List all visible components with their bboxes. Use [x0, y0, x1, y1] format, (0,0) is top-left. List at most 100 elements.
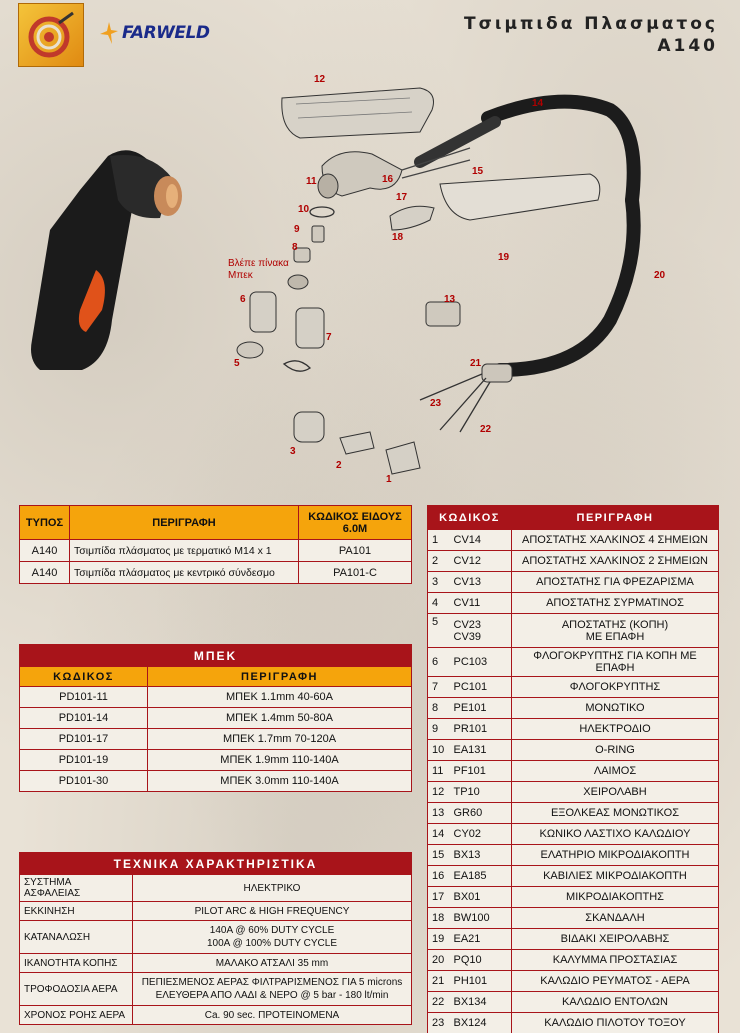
part-number-cell: 13 — [427, 802, 450, 824]
part-shield-7 — [295, 307, 325, 349]
part-description-cell: ΕΞΟΛΚΕΑΣ ΜΟΝΩΤΙΚΟΣ — [511, 802, 719, 824]
part-description: ΚΑΒΙΛΙΕΣ ΜΙΚΡΟΔΙΑΚΟΠΤΗ — [543, 870, 687, 882]
code-cell: PD101-17 — [19, 728, 148, 750]
part-label: 8 — [292, 242, 298, 253]
part-code: GR60 — [453, 807, 483, 819]
part-spacer-2 — [339, 431, 375, 455]
part-code-cell: CV12 — [449, 550, 512, 572]
part-number-cell: 15 — [427, 844, 450, 866]
part-description: O-RING — [595, 744, 635, 756]
part-code-cell: PC101 — [449, 676, 512, 698]
part-code-cell: GR60 — [449, 802, 512, 824]
part-label: 9 — [294, 224, 300, 235]
type-cell: A140 — [19, 539, 70, 562]
spec-value: ΗΛΕΚΤΡΙΚΟ — [132, 874, 412, 902]
part-description-cell: ΧΕΙΡΟΛΑΒΗ — [511, 781, 719, 803]
part-handle-12 — [281, 87, 434, 139]
part-code-cell: CV14 — [449, 529, 512, 551]
part-label: 5 — [234, 358, 240, 369]
page-title: Τσιμπιδα Πλασματος — [463, 14, 718, 34]
part-description-cell: ΚΑΛΥΜΜΑ ΠΡΟΣΤΑΣΙΑΣ — [511, 949, 719, 971]
part-label: 6 — [240, 294, 246, 305]
part-description: ΚΩΝΙΚΟ ΛΑΣΤΙΧΟ ΚΑΛΩΔΙΟΥ — [539, 828, 691, 840]
part-description-cell: ΣΚΑΝΔΑΛΗ — [511, 907, 719, 929]
nozzle-table-header-row: ΚΩΔΙΚΟΣ ΠΕΡΙΓΡΑΦΗ — [19, 666, 412, 687]
spec-value-line: ΜΑΛΑΚΟ ΑΤΣΑΛΙ 35 mm — [215, 957, 329, 969]
part-description: ΑΠΟΣΤΑΤΗΣ ΧΑΛΚΙΝΟΣ 2 ΣΗΜΕΙΩΝ — [522, 555, 708, 567]
part-code: BW100 — [453, 912, 490, 924]
part-number-cell: 8 — [427, 697, 450, 719]
part-spacer-5 — [236, 341, 264, 359]
part-description-cell: ΦΛΟΓΟΚΡΥΠΤΗΣ ΓΙΑ ΚΟΠΗ ΜΕ ΕΠΑΦΗ — [511, 647, 719, 677]
spec-label: ΕΚΚΙΝΗΣΗ — [19, 901, 133, 921]
spec-label: ΤΡΟΦΟΔΟΣΙΑ ΑΕΡΑ — [19, 972, 133, 1006]
part-code-cell: CV11 — [449, 592, 512, 614]
table-row: A140 Τσιμπίδα πλάσματος με τερματικό M14… — [19, 539, 412, 562]
part-spacer-3 — [293, 411, 325, 443]
part-handle-grip — [439, 173, 601, 221]
page-model: A140 — [657, 36, 718, 56]
part-code-cell: EA21 — [449, 928, 512, 950]
part-label: 3 — [290, 446, 296, 457]
part-number-cell: 10 — [427, 739, 450, 761]
spec-value-line: 100A @ 100% DUTY CYCLE — [206, 938, 338, 949]
col-header-description: ΠΕΡΙΓΡΑΦΗ — [69, 505, 299, 540]
part-label: 12 — [314, 74, 326, 85]
part-description-cell: ΜΙΚΡΟΔΙΑΚΟΠΤΗΣ — [511, 886, 719, 908]
part-description-cell: ΕΛΑΤΗΡΙΟ ΜΙΚΡΟΔΙΑΚΟΠΤΗ — [511, 844, 719, 866]
part-code: CV13 — [453, 576, 482, 588]
part-description-cell: ΑΠΟΣΤΑΤΗΣ (ΚΟΠΗ)ΜΕ ΕΠΑΦΗ — [511, 613, 719, 648]
part-number-cell: 11 — [427, 760, 450, 782]
part-code-cell: PF101 — [449, 760, 512, 782]
part-description: ΑΠΟΣΤΑΤΗΣ ΧΑΛΚΙΝΟΣ 4 ΣΗΜΕΙΩΝ — [522, 534, 708, 546]
part-code-cell: PC103 — [449, 647, 512, 677]
part-code: TP10 — [453, 786, 480, 798]
description-cell: ΜΠΕΚ 1.1mm 40-60A — [147, 686, 412, 708]
spec-value-line: Ca. 90 sec. ΠΡΟΤΕΙΝΟΜΕΝΑ — [204, 1009, 340, 1021]
part-cable-sheath-14 — [481, 94, 641, 207]
part-description: ΕΞΟΛΚΕΑΣ ΜΟΝΩΤΙΚΟΣ — [550, 807, 680, 819]
part-code: EA21 — [453, 933, 481, 945]
part-description-cell: ΚΑΒΙΛΙΕΣ ΜΙΚΡΟΔΙΑΚΟΠΤΗ — [511, 865, 719, 887]
table-row: ΧΡΟΝΟΣ ΡΟΗΣ ΑΕΡΑ Ca. 90 sec. ΠΡΟΤΕΙΝΟΜΕΝ… — [19, 1005, 412, 1025]
col-header-code: ΚΩΔΙΚΟΣ ΕΙΔΟΥΣ 6.0M — [298, 505, 412, 540]
spec-value: ΠΕΠΙΕΣΜΕΝΟΣ ΑΕΡΑΣ ΦΙΛΤΡΑΡΙΣΜΕΝΟΣ ΓΙΑ 5 m… — [132, 972, 412, 1006]
col-header-type: ΤΥΠΟΣ — [19, 505, 70, 540]
torch-photo — [31, 150, 182, 370]
table-row: PD101-11 ΜΠΕΚ 1.1mm 40-60A — [19, 686, 412, 708]
part-number-cell: 21 — [427, 970, 450, 992]
part-code: CV11 — [453, 597, 481, 609]
part-code-cell: EA131 — [449, 739, 512, 761]
see-table-callout-2: Μπεκ — [228, 270, 254, 281]
part-code: BX124 — [453, 1017, 487, 1029]
part-code: CV23 — [453, 618, 482, 631]
code-cell: PD101-14 — [19, 707, 148, 729]
part-code-cell: PQ10 — [449, 949, 512, 971]
nozzle-table: ΜΠΕΚ ΚΩΔΙΚΟΣ ΠΕΡΙΓΡΑΦΗ PD101-11 ΜΠΕΚ 1.1… — [19, 644, 412, 792]
see-table-callout-1: Βλέπε πίνακα — [228, 257, 289, 269]
table-row: ΤΡΟΦΟΔΟΣΙΑ ΑΕΡΑ ΠΕΠΙΕΣΜΕΝΟΣ ΑΕΡΑΣ ΦΙΛΤΡΑ… — [19, 972, 412, 1006]
part-number-cell: 4 — [427, 592, 450, 614]
page-title-block: Τσιμπιδα Πλασματος A140 — [464, 14, 718, 56]
part-code: BX13 — [453, 849, 481, 861]
spec-value: ΜΑΛΑΚΟ ΑΤΣΑΛΙ 35 mm — [132, 953, 412, 973]
spec-value: PILOT ARC & HIGH FREQUENCY — [132, 901, 412, 921]
part-number-cell: 22 — [427, 991, 450, 1013]
part-description: ΑΠΟΣΤΑΤΗΣ (ΚΟΠΗ) — [561, 618, 669, 631]
part-code-cell: BX13 — [449, 844, 512, 866]
part-description: ΒΙΔΑΚΙ ΧΕΙΡΟΛΑΒΗΣ — [560, 933, 670, 945]
part-description: ΚΑΛΩΔΙΟ ΠΙΛΟΤΟΥ ΤΟΞΟΥ — [544, 1017, 686, 1029]
part-number-cell: 23 — [427, 1012, 450, 1033]
spec-label: ΙΚΑΝΟΤΗΤΑ ΚΟΠΗΣ — [19, 953, 133, 973]
